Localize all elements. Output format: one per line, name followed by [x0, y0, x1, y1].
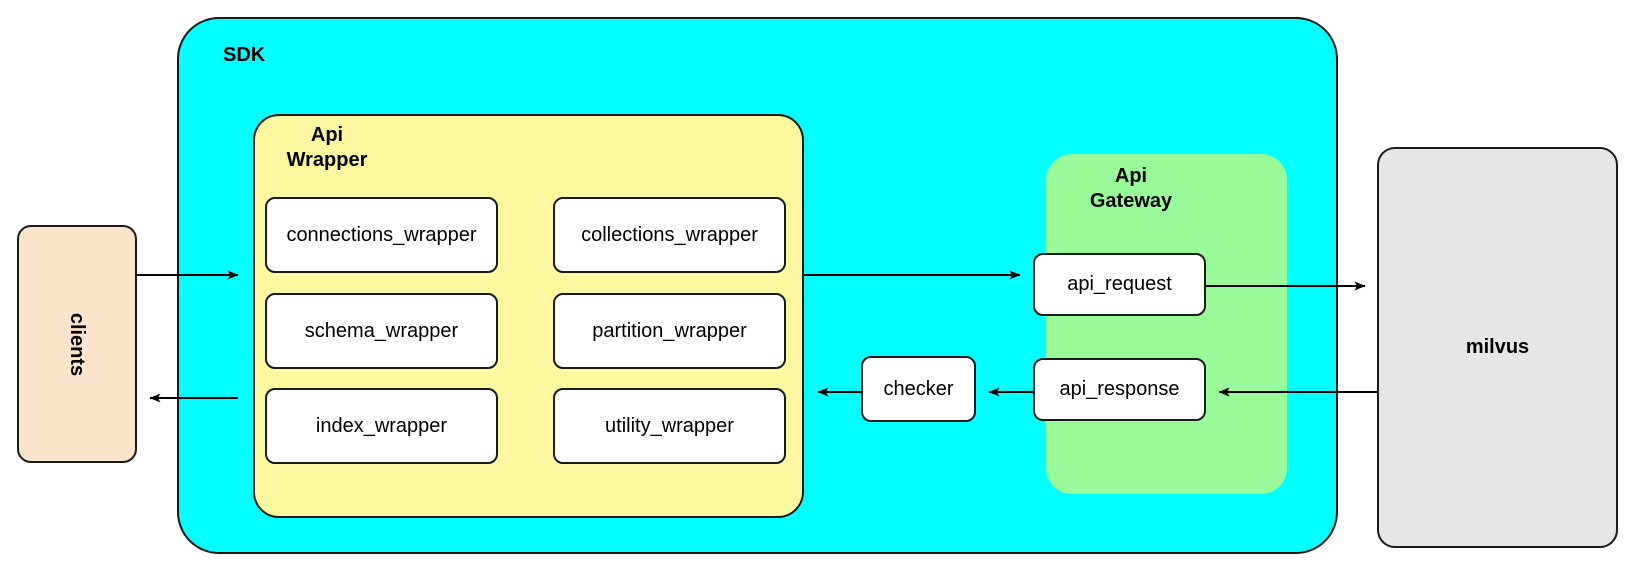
node-api-response[interactable]: api_response [1033, 358, 1206, 421]
node-schema-wrapper[interactable]: schema_wrapper [265, 293, 498, 369]
node-collections-wrapper[interactable]: collections_wrapper [553, 197, 786, 273]
node-partition-wrapper[interactable]: partition_wrapper [553, 293, 786, 369]
node-label: schema_wrapper [304, 319, 459, 342]
node-label: api_response [1059, 378, 1180, 400]
node-milvus[interactable]: milvus [1377, 147, 1618, 548]
node-label: collections_wrapper [581, 223, 758, 246]
node-connections-wrapper[interactable]: connections_wrapper [265, 197, 498, 273]
node-api-request[interactable]: api_request [1033, 253, 1206, 316]
node-utility-wrapper[interactable]: utility_wrapper [553, 388, 786, 464]
node-checker[interactable]: checker [861, 356, 976, 422]
node-label: clients [66, 312, 89, 376]
node-label: partition_wrapper [592, 319, 747, 342]
node-label: checker [883, 377, 954, 400]
node-label: utility_wrapper [605, 414, 734, 437]
api-gateway-container: Api Gateway [1046, 154, 1287, 494]
node-label: connections_wrapper [286, 223, 477, 246]
node-label: milvus [1465, 336, 1530, 358]
sdk-container-label: SDK [223, 44, 266, 66]
node-index-wrapper[interactable]: index_wrapper [265, 388, 498, 464]
node-clients[interactable]: clients [17, 225, 137, 463]
api-wrapper-container-label: Api Wrapper [286, 124, 368, 171]
node-label: index_wrapper [315, 414, 448, 437]
api-gateway-container-label: Api Gateway [1089, 165, 1173, 212]
node-label: api_request [1067, 273, 1172, 295]
